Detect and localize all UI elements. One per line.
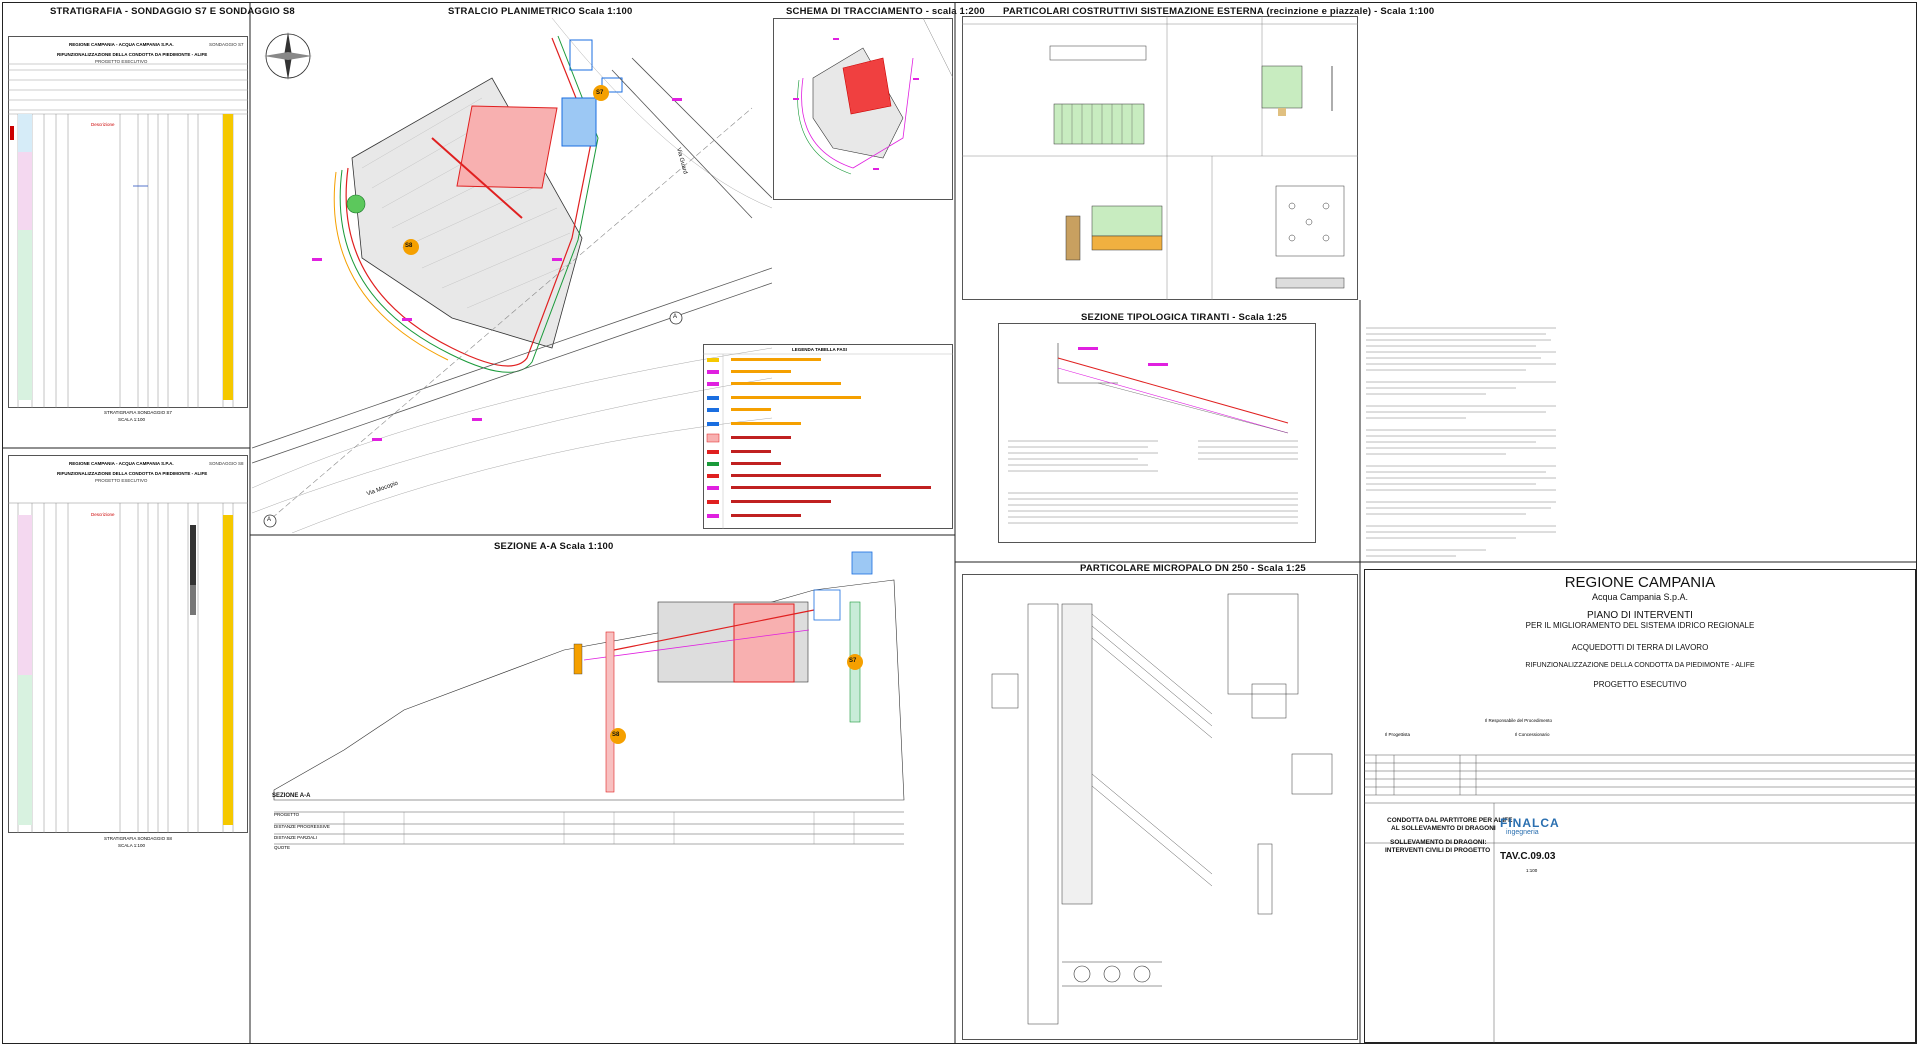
- section-aa-drawing: [273, 551, 905, 845]
- tracciamento-title: SCHEMA DI TRACCIAMENTO - scala 1:200: [786, 6, 985, 17]
- section-row-progetto: PROGETTO: [274, 812, 300, 817]
- section-s8-label: S8: [612, 732, 620, 738]
- borehole-s7-caption: STRATIGRAFIA SONDAGGIO S7: [104, 410, 172, 415]
- particolari-drawings: [962, 16, 1358, 300]
- borehole-s8-log: REGIONE CAMPANIA - ACQUA CAMPANIA S.P.A.…: [8, 455, 248, 833]
- section-mark-a-2: A: [673, 314, 678, 320]
- marker-s8-label: S8: [405, 243, 413, 249]
- borehole-s7-graphic: [8, 63, 248, 408]
- tb-region: REGIONE CAMPANIA: [1564, 574, 1716, 591]
- tracciamento-drawing: [793, 18, 953, 175]
- micropalo-drawing: [991, 593, 1333, 1025]
- section-aa-label: SEZIONE A-A: [272, 793, 311, 799]
- tiranti-frame: [998, 323, 1316, 543]
- tracciamento-frame: [773, 18, 953, 200]
- borehole-s7-log: REGIONE CAMPANIA - ACQUA CAMPANIA S.P.A.…: [8, 36, 248, 408]
- section-row-quote: QUOTE: [274, 845, 291, 850]
- tb-logo-sub: ingegneria: [1506, 829, 1539, 836]
- borehole-s8-project: RIFUNZIONALIZZAZIONE DELLA CONDOTTA DA P…: [57, 471, 208, 476]
- tb-logo: FINALCA: [1500, 816, 1560, 830]
- borehole-s8-caption: STRATIGRAFIA SONDAGGIO S8: [104, 836, 172, 841]
- tb-rup: Il Responsabile del Procedimento: [1485, 718, 1553, 723]
- title-block-grid: [1364, 754, 1916, 1043]
- tb-scale: 1:100: [1526, 868, 1538, 873]
- planimetria-title: STRALCIO PLANIMETRICO Scala 1:100: [448, 6, 633, 17]
- tb-subject-2: AL SOLLEVAMENTO DI DRAGONI: [1391, 825, 1496, 832]
- legend-title: LEGENDA TABELLA FASI: [792, 347, 847, 352]
- legend-swatches: [703, 353, 953, 529]
- tb-concessionario: Il Concessionario: [1515, 732, 1550, 737]
- borehole-s8-scale: SCALA 1:100: [118, 843, 146, 848]
- section-row-parziali: DISTANZE PARZIALI: [274, 835, 317, 840]
- borehole-s7-org: REGIONE CAMPANIA - ACQUA CAMPANIA S.P.A.: [69, 42, 174, 47]
- tb-plan-title: PIANO DI INTERVENTI: [1587, 610, 1693, 621]
- micropalo-frame: [962, 574, 1358, 1040]
- section-row-progressive: DISTANZE PROGRESSIVE: [274, 824, 330, 829]
- section-mark-a-1: A: [267, 517, 272, 523]
- tb-phase: PROGETTO ESECUTIVO: [1593, 680, 1687, 689]
- borehole-s7-project: RIFUNZIONALIZZAZIONE DELLA CONDOTTA DA P…: [57, 52, 208, 57]
- tb-progettista: Il Progettista: [1385, 732, 1411, 737]
- phase-legend-table: LEGENDA TABELLA FASI: [703, 344, 953, 529]
- site-plan: [252, 18, 772, 533]
- tb-project: RIFUNZIONALIZZAZIONE DELLA CONDOTTA DA P…: [1525, 662, 1755, 669]
- borehole-s7-desc-col: Descrizione: [91, 122, 115, 127]
- tb-plan-subtitle: PER IL MIGLIORAMENTO DEL SISTEMA IDRICO …: [1525, 621, 1755, 630]
- particolari-frame: [962, 16, 1358, 300]
- section-s7-label: S7: [849, 658, 857, 664]
- tiranti-title: SEZIONE TIPOLOGICA TIRANTI - Scala 1:25: [1081, 312, 1287, 323]
- borehole-s8-phase: PROGETTO ESECUTIVO: [95, 478, 148, 483]
- stratigrafia-title: STRATIGRAFIA - SONDAGGIO S7 E SONDAGGIO …: [50, 6, 295, 17]
- borehole-s8-code: SONDAGGIO S8: [209, 461, 244, 466]
- tb-subject-3: SOLLEVAMENTO DI DRAGONI:: [1390, 839, 1487, 846]
- tb-subject-1: CONDOTTA DAL PARTITORE PER ALIFE: [1387, 817, 1513, 824]
- marker-s7-label: S7: [596, 90, 604, 96]
- borehole-s7-code: SONDAGGIO S7: [209, 42, 244, 47]
- tb-aqueduct: ACQUEDOTTI DI TERRA DI LAVORO: [1571, 643, 1709, 652]
- tb-drawing-code: TAV.C.09.03: [1500, 851, 1556, 862]
- compass-rose: [264, 32, 312, 80]
- micropalo-title: PARTICOLARE MICROPALO DN 250 - Scala 1:2…: [1080, 563, 1306, 574]
- borehole-s8-desc-col: Descrizione: [91, 512, 115, 517]
- tiranti-drawing: [1008, 343, 1298, 524]
- borehole-s8-graphic: [8, 502, 248, 833]
- notes-block: [1366, 327, 1556, 557]
- tb-subject-4: INTERVENTI CIVILI DI PROGETTO: [1385, 847, 1491, 854]
- title-block: REGIONE CAMPANIA Acqua Campania S.p.A. P…: [1364, 569, 1916, 1043]
- borehole-s7-phase: PROGETTO ESECUTIVO: [95, 59, 148, 64]
- sezione-aa-title: SEZIONE A-A Scala 1:100: [494, 541, 614, 552]
- borehole-s8-org: REGIONE CAMPANIA - ACQUA CAMPANIA S.P.A.: [69, 461, 174, 466]
- tb-company: Acqua Campania S.p.A.: [1591, 592, 1689, 602]
- tree-symbol: [346, 194, 366, 214]
- borehole-s7-scale: SCALA 1:100: [118, 417, 146, 422]
- particolari-title: PARTICOLARI COSTRUTTIVI SISTEMAZIONE EST…: [1003, 6, 1435, 17]
